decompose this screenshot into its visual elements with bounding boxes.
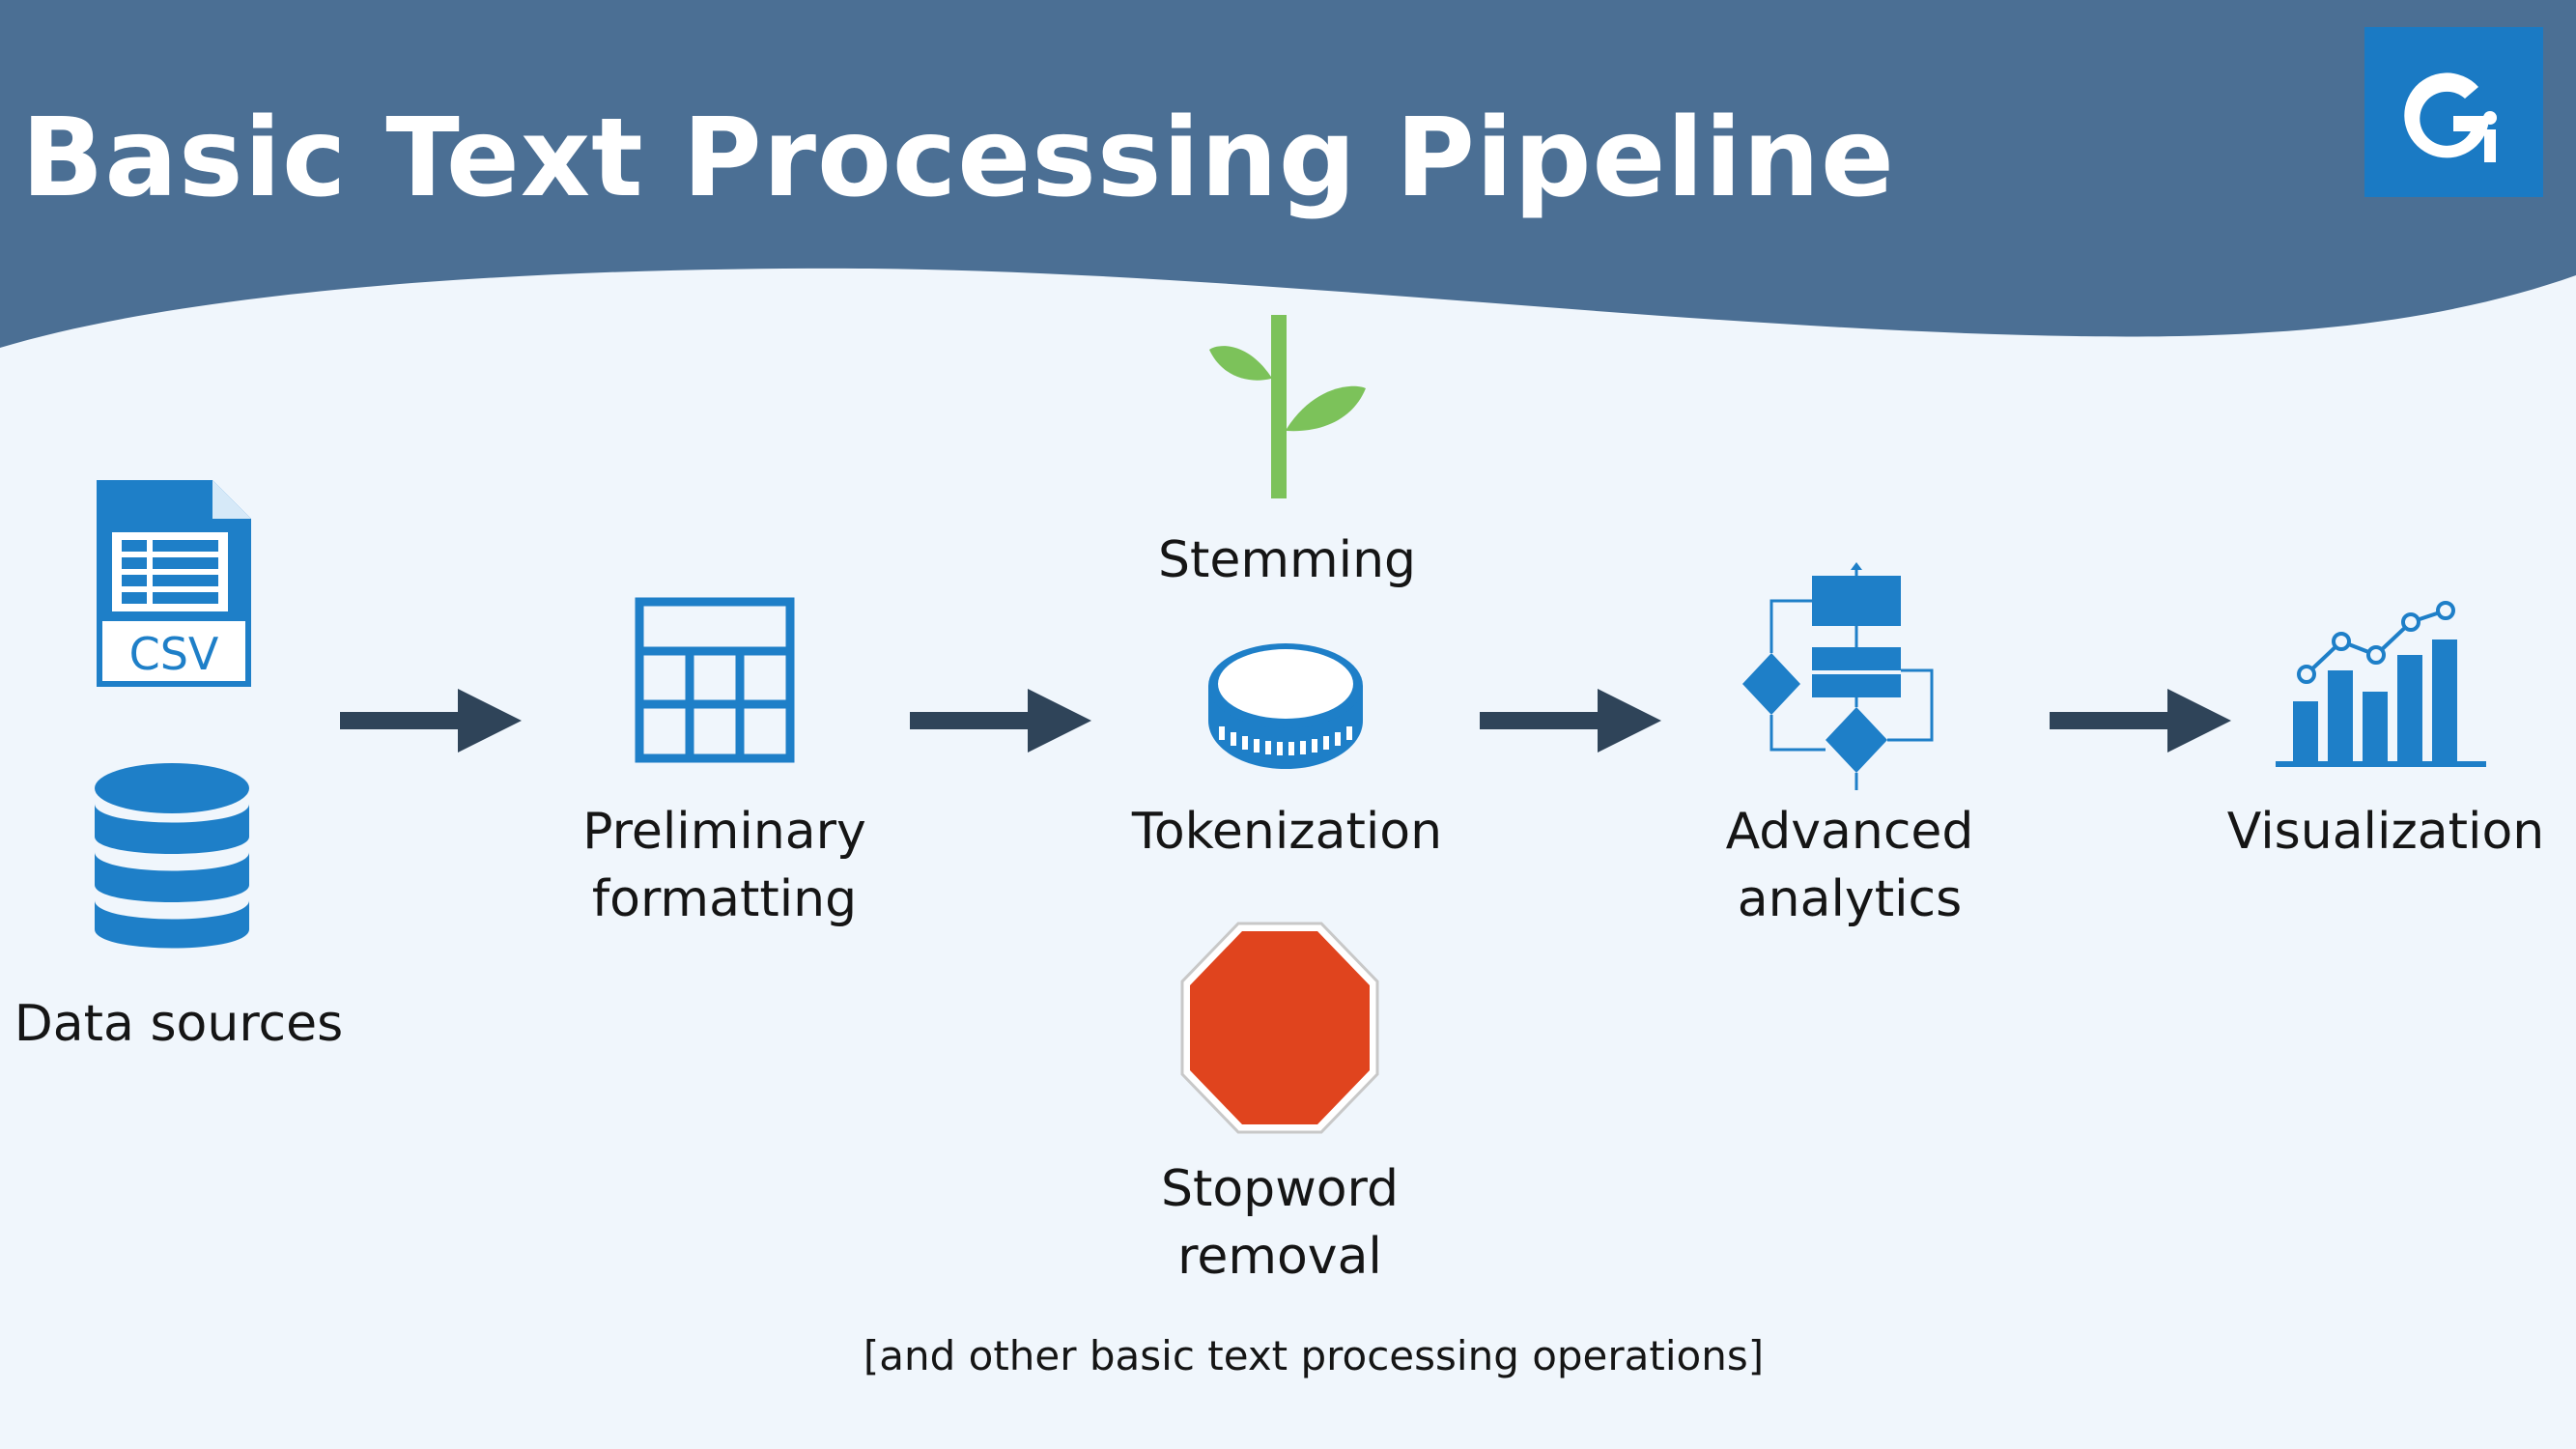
preliminary-formatting-line1: Preliminary [582, 803, 866, 861]
preliminary-formatting-line2: formatting [591, 870, 858, 928]
footnote: [and other basic text processing operati… [863, 1332, 1765, 1379]
advanced-analytics-label: Advanced analytics [1681, 798, 2019, 933]
arrow-right-icon [340, 689, 522, 753]
arrow-right-icon [910, 689, 1091, 753]
stopword-removal-line2: removal [1177, 1228, 1382, 1286]
plant-sprout-icon [1209, 315, 1366, 498]
data-sources-label: Data sources [14, 995, 344, 1053]
coin-icon [1208, 643, 1363, 769]
arrow-right-icon [2050, 689, 2231, 753]
gi-logo-icon [2364, 27, 2543, 197]
csv-file-icon: CSV [97, 480, 251, 687]
advanced-analytics-line2: analytics [1737, 870, 1963, 928]
advanced-analytics-line1: Advanced [1725, 803, 1974, 861]
tokenization-label: Tokenization [1131, 803, 1443, 861]
stopword-removal-label: Stopword removal [1111, 1155, 1449, 1291]
database-icon [95, 763, 249, 949]
table-grid-icon [635, 597, 795, 763]
visualization-label: Visualization [2226, 803, 2545, 861]
flowchart-icon [1742, 562, 1934, 790]
header-banner [0, 0, 2576, 348]
csv-label: CSV [129, 628, 219, 680]
bar-line-chart-icon [2276, 601, 2486, 767]
page-title: Basic Text Processing Pipeline [21, 96, 1895, 221]
arrow-right-icon [1480, 689, 1661, 753]
stopword-removal-line1: Stopword [1160, 1160, 1400, 1218]
preliminary-formatting-label: Preliminary formatting [555, 798, 893, 933]
stemming-label: Stemming [1157, 531, 1417, 589]
stop-sign-icon [1180, 922, 1379, 1134]
